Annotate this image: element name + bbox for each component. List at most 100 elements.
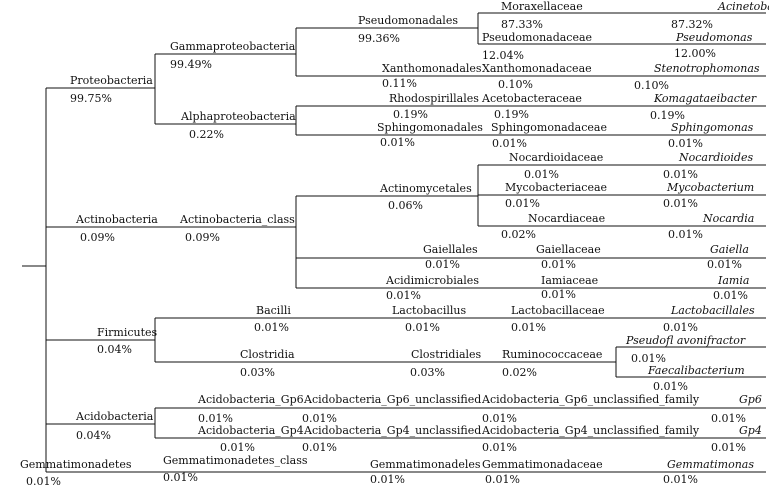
node-name: Acidobacteria_Gp6_unclassified_family bbox=[481, 393, 700, 406]
node-value: 0.01% bbox=[163, 471, 198, 484]
node-value: 0.22% bbox=[189, 128, 224, 141]
node-name: Nocardiaceae bbox=[528, 212, 605, 225]
node-value: 0.01% bbox=[631, 352, 666, 365]
node-value: 0.01% bbox=[668, 228, 703, 241]
node-value: 0.06% bbox=[388, 199, 423, 212]
node-name: Gemmatimonadeles bbox=[370, 458, 481, 471]
node-name: Gaiellales bbox=[423, 243, 478, 256]
node-value: 0.03% bbox=[240, 366, 275, 379]
node-name: Clostridia bbox=[240, 348, 295, 361]
node-name: Xanthomonadales bbox=[382, 62, 482, 75]
node-value: 0.19% bbox=[393, 108, 428, 121]
node-value: 0.01% bbox=[663, 168, 698, 181]
node-value: 0.01% bbox=[492, 137, 527, 150]
node-value: 0.01% bbox=[713, 289, 748, 302]
node-name: Faecalibacterium bbox=[647, 364, 745, 377]
node-name: Gemmatimonadetes bbox=[20, 458, 132, 471]
node-value: 99.36% bbox=[358, 32, 400, 45]
node-name: Acidobacteria_Gp4 bbox=[197, 424, 304, 437]
node-value: 12.04% bbox=[482, 49, 524, 62]
node-value: 0.01% bbox=[482, 441, 517, 454]
node-name: Gp4 bbox=[739, 424, 762, 437]
node-value: 0.04% bbox=[76, 429, 111, 442]
node-value: 0.04% bbox=[97, 343, 132, 356]
node-name: Proteobacteria bbox=[70, 74, 153, 87]
node-value: 0.01% bbox=[505, 197, 540, 210]
node-value: 99.75% bbox=[70, 92, 112, 105]
node-name: Iamiaceae bbox=[541, 274, 598, 287]
node-value: 0.01% bbox=[711, 441, 746, 454]
node-name: Lactobacillales bbox=[670, 304, 755, 317]
node-value: 0.01% bbox=[668, 137, 703, 150]
node-value: 0.01% bbox=[485, 473, 520, 486]
node-value: 0.01% bbox=[198, 412, 233, 425]
node-name: Mycobacterium bbox=[666, 181, 754, 194]
node-value: 0.19% bbox=[650, 109, 685, 122]
node-name: Gaiella bbox=[710, 243, 749, 256]
node-value: 0.01% bbox=[663, 197, 698, 210]
node-name: Pseudofl avonifractor bbox=[625, 334, 746, 347]
node-name: Nocardia bbox=[702, 212, 754, 225]
node-name: Nocardioides bbox=[678, 151, 753, 164]
node-value: 0.01% bbox=[302, 441, 337, 454]
node-value: 0.01% bbox=[370, 473, 405, 486]
node-value: 0.01% bbox=[663, 473, 698, 486]
node-value: 0.01% bbox=[711, 412, 746, 425]
node-value: 0.10% bbox=[634, 79, 669, 92]
node-name: Sphingomonas bbox=[671, 121, 754, 134]
node-value: 0.01% bbox=[386, 289, 421, 302]
node-name: Acinetobacter bbox=[717, 0, 769, 13]
node-name: Acetobacteraceae bbox=[481, 92, 582, 105]
node-name: Alphaproteobacteria bbox=[180, 110, 296, 123]
node-name: Actinobacteria bbox=[75, 213, 158, 226]
node-value: 0.01% bbox=[302, 412, 337, 425]
node-value: 87.32% bbox=[671, 18, 713, 31]
node-value: 0.01% bbox=[541, 258, 576, 271]
node-name: Lactobacillus bbox=[392, 304, 466, 317]
node-name: Xanthomonadaceae bbox=[482, 62, 592, 75]
node-name: Ruminococcaceae bbox=[502, 348, 602, 361]
node-value: 87.33% bbox=[501, 18, 543, 31]
node-value: 0.02% bbox=[502, 366, 537, 379]
node-value: 0.01% bbox=[380, 136, 415, 149]
node-name: Gaiellaceae bbox=[536, 243, 601, 256]
node-name: Komagataeibacter bbox=[653, 92, 757, 105]
node-value: 0.02% bbox=[501, 228, 536, 241]
node-name: Lactobacillaceae bbox=[511, 304, 605, 317]
node-value: 0.03% bbox=[410, 366, 445, 379]
node-name: Acidobacteria bbox=[75, 410, 154, 423]
node-name: Gemmatimonadaceae bbox=[482, 458, 603, 471]
node-value: 0.09% bbox=[185, 231, 220, 244]
node-value: 0.19% bbox=[494, 108, 529, 121]
node-name: Moraxellaceae bbox=[501, 0, 583, 13]
node-value: 0.01% bbox=[425, 258, 460, 271]
node-name: Pseudomonadales bbox=[358, 14, 458, 27]
node-value: 0.11% bbox=[382, 77, 417, 90]
node-value: 0.10% bbox=[498, 78, 533, 91]
node-name: Gemmatimonadetes_class bbox=[163, 454, 308, 467]
node-name: Firmicutes bbox=[97, 326, 158, 339]
node-name: Sphingomonadaceae bbox=[491, 121, 607, 134]
node-name: Actinomycetales bbox=[379, 182, 472, 195]
node-name: Gemmatimonas bbox=[667, 458, 754, 471]
node-name: Acidobacteria_Gp6 bbox=[197, 393, 304, 406]
node-value: 0.01% bbox=[511, 321, 546, 334]
node-name: Nocardioidaceae bbox=[509, 151, 603, 164]
node-name: Acidimicrobiales bbox=[385, 274, 479, 287]
node-value: 0.01% bbox=[254, 321, 289, 334]
node-value: 0.01% bbox=[541, 288, 576, 301]
node-name: Gp6 bbox=[739, 393, 762, 406]
node-value: 12.00% bbox=[674, 47, 716, 60]
node-name: Mycobacteriaceae bbox=[505, 181, 607, 194]
node-name: Acidobacteria_Gp4_unclassified bbox=[303, 424, 481, 437]
node-name: Stenotrophomonas bbox=[654, 62, 760, 75]
node-name: Iamia bbox=[717, 274, 749, 287]
node-labels: Proteobacteria 99.75% Actinobacteria 0.0… bbox=[20, 0, 769, 488]
node-value: 0.09% bbox=[80, 231, 115, 244]
node-name: Acidobacteria_Gp6_unclassified bbox=[303, 393, 481, 406]
node-name: Pseudomonadaceae bbox=[482, 31, 592, 44]
node-value: 0.01% bbox=[220, 441, 255, 454]
node-value: 0.01% bbox=[653, 380, 688, 393]
node-name: Actinobacteria_class bbox=[179, 213, 295, 226]
